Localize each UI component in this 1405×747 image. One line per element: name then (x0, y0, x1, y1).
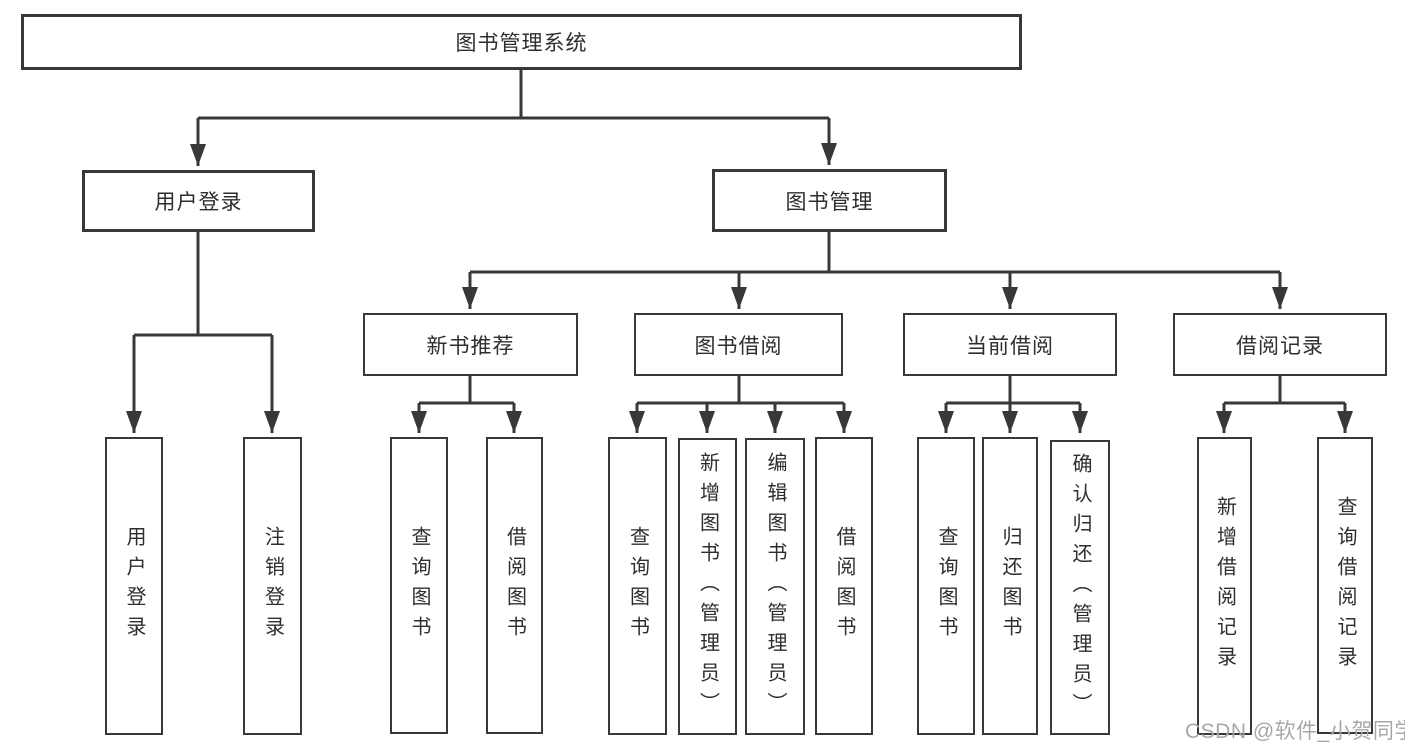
leaf-nb-query-books: 查询图书 (390, 437, 448, 734)
leaf-cb-return-books-label: 归还图书 (999, 526, 1021, 646)
node-borrow-records: 借阅记录 (1173, 313, 1387, 376)
leaf-cb-return-books: 归还图书 (982, 437, 1038, 735)
node-current-borrow: 当前借阅 (903, 313, 1117, 376)
node-root-label: 图书管理系统 (455, 32, 588, 55)
leaf-bb-borrow-books-label: 借阅图书 (833, 526, 855, 646)
edge-user-login-rail (134, 232, 272, 337)
edge-new-books-rail (419, 376, 514, 405)
leaf-bb-add-books-label: 新增图书（管理员） (696, 451, 719, 722)
node-borrow-records-label: 借阅记录 (1236, 334, 1324, 358)
node-current-borrow-label: 当前借阅 (966, 334, 1054, 358)
leaf-logout: 注销登录 (243, 437, 302, 735)
leaf-cb-query-books: 查询图书 (917, 437, 975, 735)
csdn-watermark: CSDN @软件_小贺同学 (1185, 720, 1405, 743)
leaf-nb-query-books-label: 查询图书 (408, 525, 430, 646)
edge-root-rail (198, 67, 829, 120)
leaf-cb-confirm-return: 确认归还（管理员） (1050, 440, 1110, 735)
leaf-cb-query-books-label: 查询图书 (935, 526, 957, 646)
leaf-br-query-record-label: 查询借阅记录 (1334, 495, 1356, 676)
leaf-user-login-label: 用户登录 (123, 526, 145, 646)
leaf-br-query-record: 查询借阅记录 (1317, 437, 1373, 734)
edge-book-mgmt-rail (470, 232, 1280, 274)
node-root: 图书管理系统 (21, 14, 1022, 70)
node-book-mgmt: 图书管理 (712, 169, 947, 232)
node-user-login: 用户登录 (82, 170, 315, 232)
leaf-bb-query-books: 查询图书 (608, 437, 667, 735)
node-book-borrow: 图书借阅 (634, 313, 843, 376)
leaf-br-add-record: 新增借阅记录 (1197, 437, 1252, 735)
leaf-bb-query-books-label: 查询图书 (626, 526, 649, 646)
leaf-user-login: 用户登录 (105, 437, 163, 735)
edge-current-borrow-rail (946, 376, 1080, 405)
leaf-bb-add-books: 新增图书（管理员） (678, 438, 737, 735)
node-book-borrow-label: 图书借阅 (694, 334, 783, 358)
node-book-mgmt-label: 图书管理 (785, 190, 874, 214)
leaf-br-add-record-label: 新增借阅记录 (1213, 496, 1236, 676)
leaf-bb-edit-books-label: 编辑图书（管理员） (764, 451, 786, 722)
node-user-login-label: 用户登录 (154, 191, 243, 214)
leaf-nb-borrow-books-label: 借阅图书 (503, 525, 526, 646)
edge-borrow-records-rail (1224, 376, 1345, 405)
node-new-books: 新书推荐 (363, 313, 578, 376)
leaf-logout-label: 注销登录 (261, 526, 284, 646)
leaf-nb-borrow-books: 借阅图书 (486, 437, 543, 734)
leaf-bb-borrow-books: 借阅图书 (815, 437, 873, 735)
leaf-bb-edit-books: 编辑图书（管理员） (745, 438, 805, 735)
leaf-cb-confirm-return-label: 确认归还（管理员） (1069, 452, 1091, 723)
node-new-books-label: 新书推荐 (426, 334, 515, 358)
edge-book-borrow-rail (637, 376, 844, 405)
